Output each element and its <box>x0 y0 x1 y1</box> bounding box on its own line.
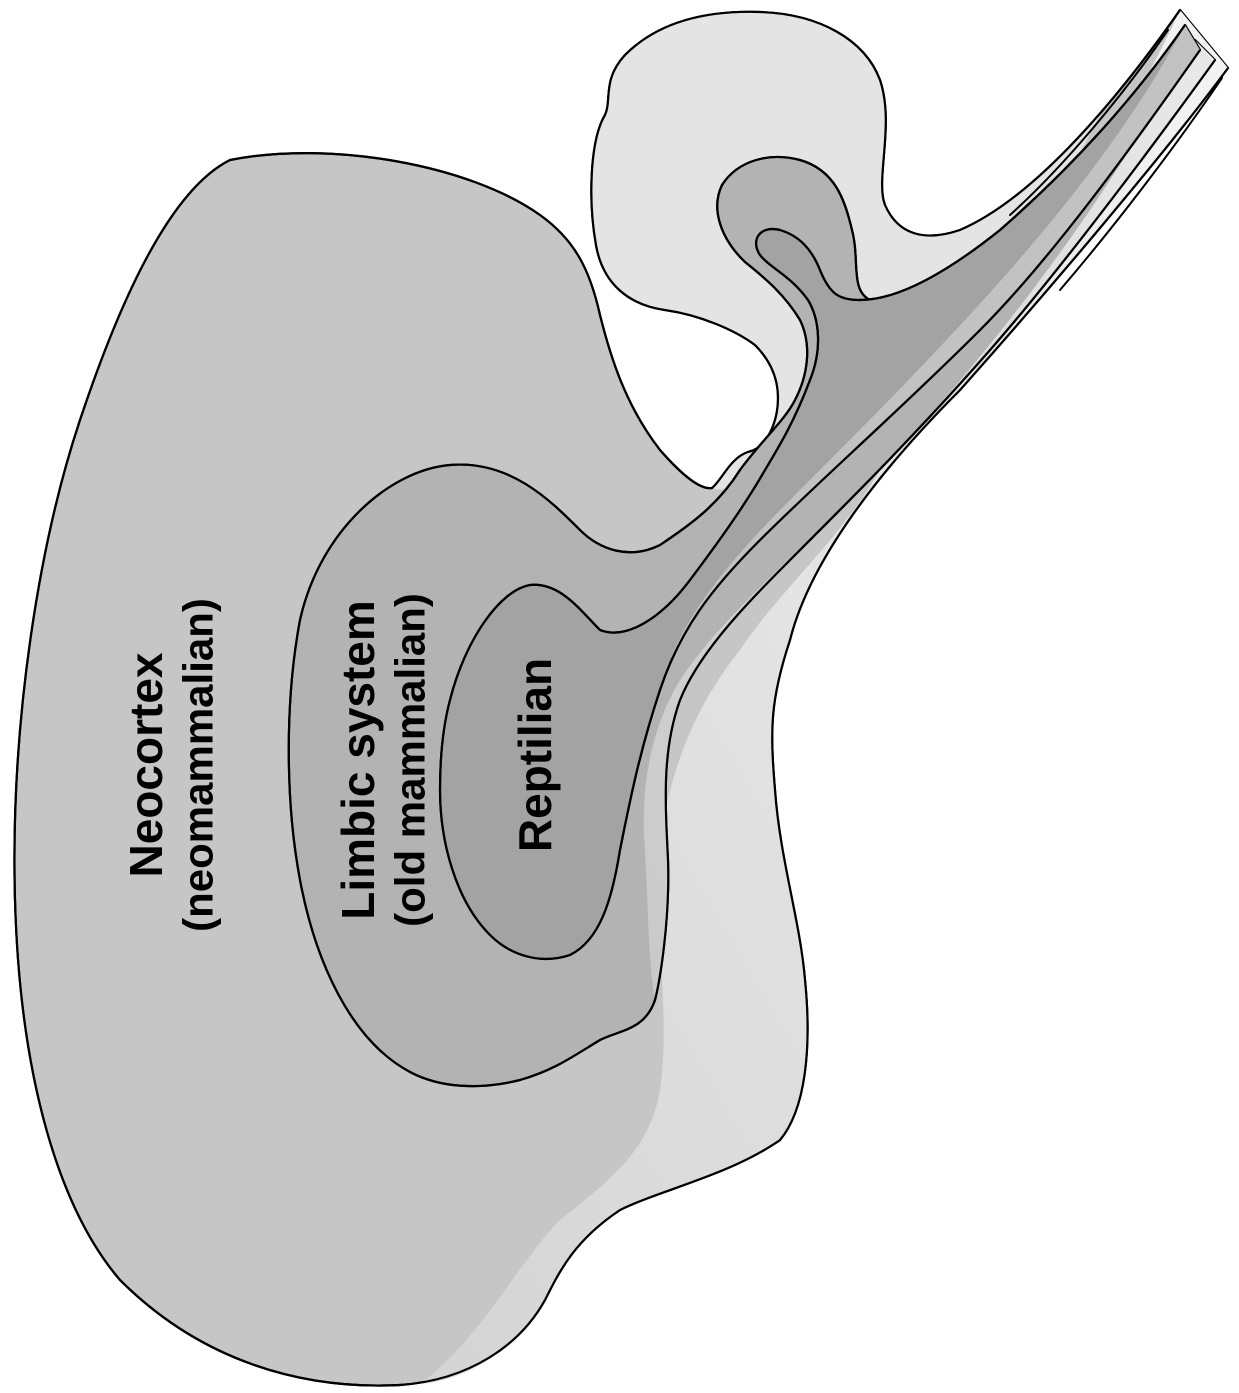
neocortex-subtitle: (neomammalian) <box>175 598 222 932</box>
reptilian-label: Reptilian <box>509 658 561 852</box>
neocortex-title: Neocortex <box>120 652 172 877</box>
limbic-label: Limbic system (old mammalian) <box>332 593 434 927</box>
limbic-subtitle: (old mammalian) <box>387 593 434 927</box>
reptilian-title: Reptilian <box>509 658 561 852</box>
limbic-title: Limbic system <box>332 600 384 920</box>
